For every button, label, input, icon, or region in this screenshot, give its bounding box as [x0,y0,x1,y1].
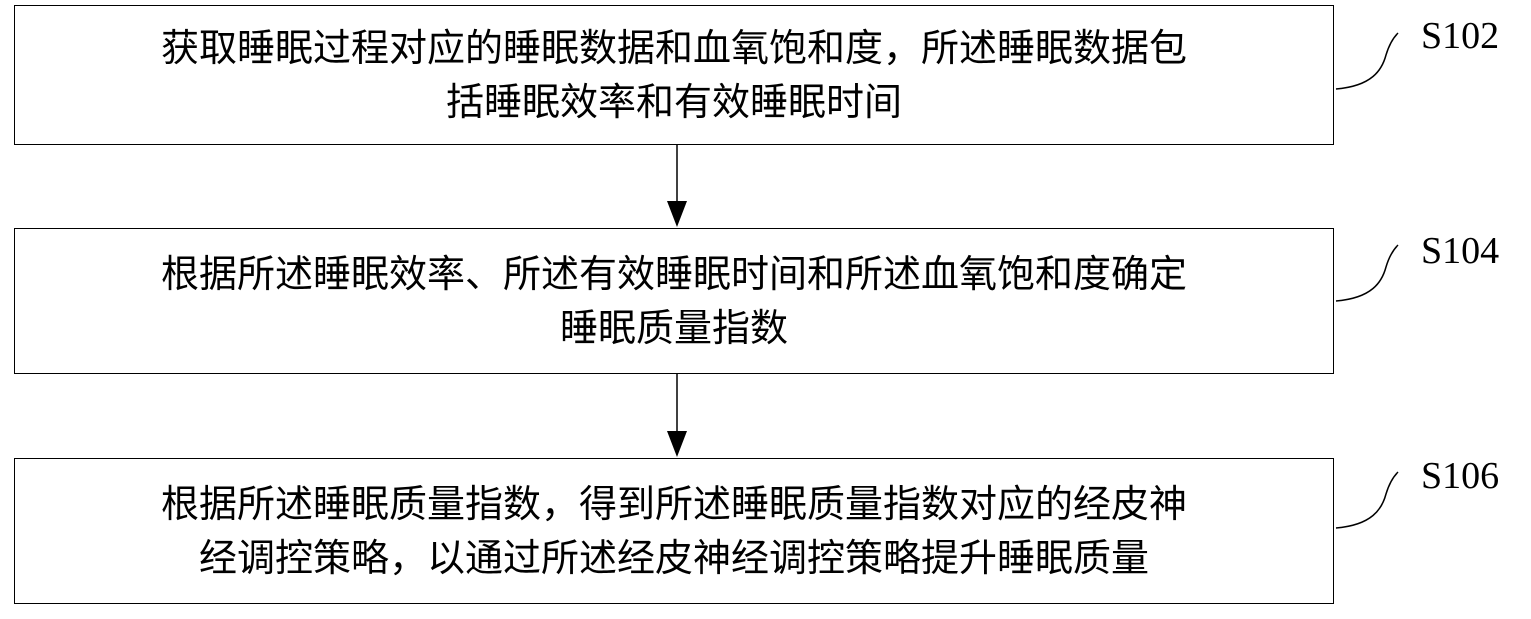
leader-line-s106 [1335,471,1399,529]
step-label-s104: S104 [1421,230,1500,272]
flow-arrow-1-2 [667,145,687,227]
step-label-s106: S106 [1421,455,1500,497]
leader-line-s104 [1335,244,1399,302]
step-box-s104: 根据所述睡眠效率、所述有效睡眠时间和所述血氧饱和度确定 睡眠质量指数 [14,228,1334,374]
flow-arrow-2-3 [667,374,687,457]
step-text-line: 根据所述睡眠质量指数，得到所述睡眠质量指数对应的经皮神 [160,482,1187,526]
step-box-s106: 根据所述睡眠质量指数，得到所述睡眠质量指数对应的经皮神 经调控策略，以通过所述经… [14,458,1334,604]
step-label-s102: S102 [1421,15,1500,57]
leader-line-s102 [1335,32,1399,90]
step-text-line: 根据所述睡眠效率、所述有效睡眠时间和所述血氧饱和度确定 [160,252,1187,296]
step-text-line: 括睡眠效率和有效睡眠时间 [445,80,902,124]
step-text-line: 睡眠质量指数 [559,306,788,350]
step-text-line: 经调控策略，以通过所述经皮神经调控策略提升睡眠质量 [198,536,1149,580]
step-text-line: 获取睡眠过程对应的睡眠数据和血氧饱和度，所述睡眠数据包 [160,26,1187,70]
step-box-s102: 获取睡眠过程对应的睡眠数据和血氧饱和度，所述睡眠数据包 括睡眠效率和有效睡眠时间 [14,5,1334,145]
